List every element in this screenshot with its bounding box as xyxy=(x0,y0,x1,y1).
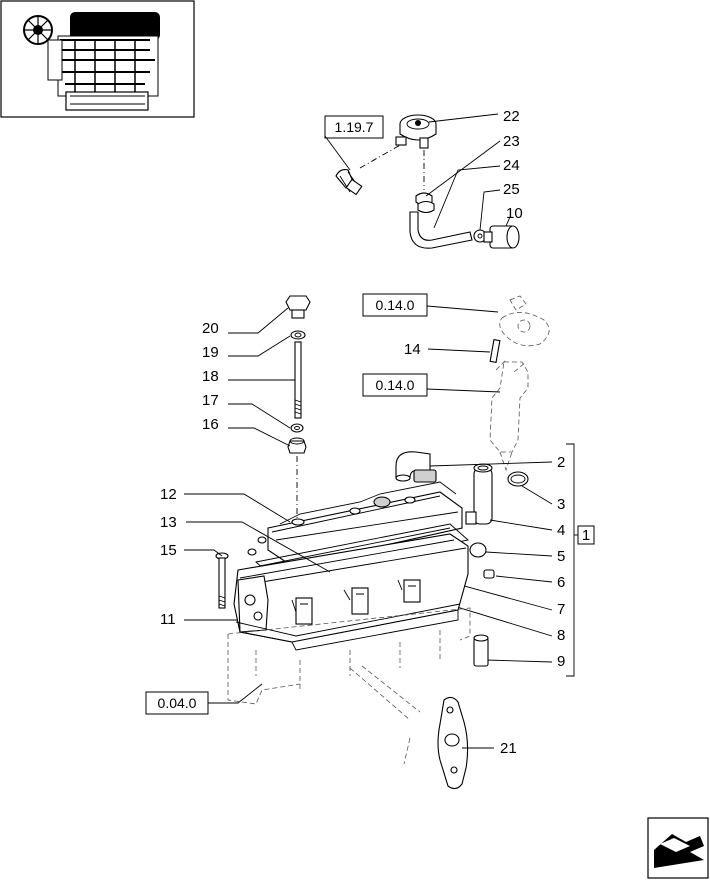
callout-2: 2 xyxy=(557,454,565,471)
callout-19: 19 xyxy=(202,344,219,361)
callout-12: 12 xyxy=(160,486,177,503)
injector-part xyxy=(489,359,529,472)
cylinder-head-bolt-part[interactable] xyxy=(215,552,229,609)
ref-label: 0.14.0 xyxy=(376,377,415,393)
ref-box-0-14-0-lower[interactable]: 0.14.0 xyxy=(362,373,428,397)
callout-18: 18 xyxy=(202,368,219,385)
ref-label: 0.04.0 xyxy=(158,695,197,711)
stud-assembly-part[interactable] xyxy=(285,295,311,454)
callout-14: 14 xyxy=(404,341,421,358)
callout-17: 17 xyxy=(202,392,219,409)
callout-13: 13 xyxy=(160,514,177,531)
callout-5: 5 xyxy=(557,548,565,565)
lifting-bracket-part[interactable] xyxy=(437,696,469,790)
cylinder-head-part[interactable] xyxy=(233,533,469,651)
group-box-1[interactable]: 1 xyxy=(577,525,595,545)
callout-20: 20 xyxy=(202,320,219,337)
callout-15: 15 xyxy=(160,542,177,559)
ref-box-0-04-0[interactable]: 0.04.0 xyxy=(145,691,209,715)
group-label: 1 xyxy=(582,527,590,544)
callout-25: 25 xyxy=(503,181,520,198)
ref-box-1-19-7[interactable]: 1.19.7 xyxy=(324,115,384,139)
callout-24: 24 xyxy=(503,157,520,174)
check-valve-part[interactable] xyxy=(483,225,520,249)
callout-10: 10 xyxy=(506,205,523,222)
callout-11: 11 xyxy=(160,611,176,628)
engine-thumbnail-icon[interactable] xyxy=(0,0,195,118)
callout-23: 23 xyxy=(503,133,520,150)
callout-8: 8 xyxy=(557,627,565,644)
next-page-arrow-icon[interactable] xyxy=(647,817,709,879)
callout-3: 3 xyxy=(557,496,565,513)
injector-sleeve-part[interactable] xyxy=(473,463,493,525)
ref-box-0-14-0-upper[interactable]: 0.14.0 xyxy=(362,293,428,317)
callout-4: 4 xyxy=(557,522,565,539)
callout-6: 6 xyxy=(557,574,565,591)
callout-16: 16 xyxy=(202,416,219,433)
callout-21: 21 xyxy=(500,740,517,757)
rocker-cover-part[interactable] xyxy=(267,481,477,567)
engine-block-outline xyxy=(227,607,471,765)
oil-filler-elbow-part[interactable] xyxy=(395,451,437,483)
injector-flange-part xyxy=(499,295,550,347)
callout-22: 22 xyxy=(503,108,520,125)
breather-cap-part[interactable] xyxy=(395,114,437,149)
callout-9: 9 xyxy=(557,653,565,670)
ref-label: 1.19.7 xyxy=(335,119,374,135)
ref-label: 0.14.0 xyxy=(376,297,415,313)
callout-7: 7 xyxy=(557,601,565,618)
